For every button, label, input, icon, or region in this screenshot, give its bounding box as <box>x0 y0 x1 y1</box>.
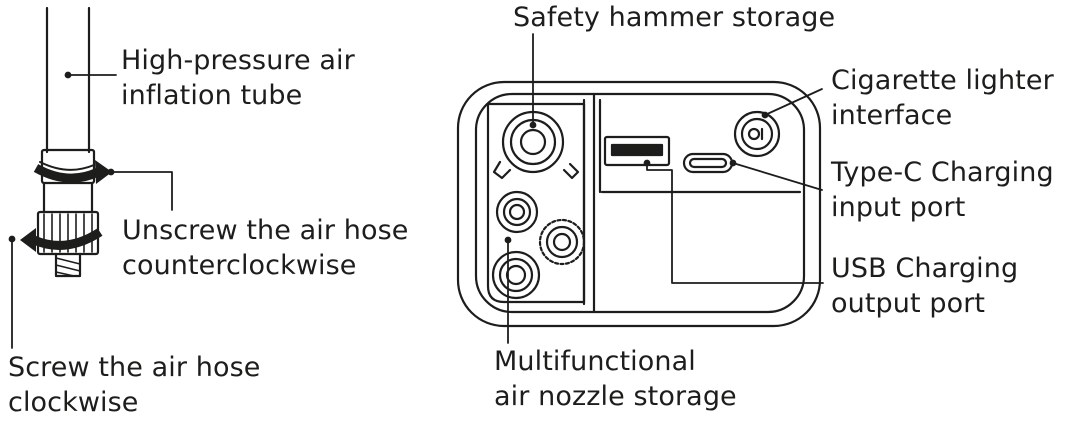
label-screw-line2: clockwise <box>8 387 139 418</box>
label-unscrew-line1: Unscrew the air hose <box>122 215 409 246</box>
label-screw-line1: Screw the air hose <box>8 352 261 383</box>
left-leader-lines <box>8 71 173 349</box>
label-usb-line1: USB Charging <box>831 253 1019 284</box>
storage-panel-illustration <box>456 80 822 328</box>
usb-a-port-icon <box>603 135 671 167</box>
label-nozzle-line2: air nozzle storage <box>494 381 737 412</box>
cigarette-socket-icon <box>733 110 781 158</box>
label-typec-line2: input port <box>831 192 966 223</box>
label-usb-line2: output port <box>831 288 986 319</box>
air-nozzle-icons <box>491 190 586 300</box>
label-cigarette-line2: interface <box>831 100 953 131</box>
usb-c-port-icon <box>682 152 734 174</box>
safety-hammer-icon <box>492 110 580 180</box>
label-cigarette-line1: Cigarette lighter <box>831 65 1054 96</box>
label-tube-line1: High-pressure air <box>121 45 355 76</box>
label-nozzle-line1: Multifunctional <box>494 346 696 377</box>
clockwise-arrow-icon <box>33 160 112 184</box>
counterclockwise-arrow-icon <box>20 228 103 252</box>
label-hammer: Safety hammer storage <box>513 2 836 33</box>
right-leader-lines <box>504 33 824 344</box>
label-typec-line1: Type-C Charging <box>831 157 1054 188</box>
label-unscrew-line2: counterclockwise <box>122 250 357 281</box>
label-tube-line2: inflation tube <box>121 80 303 111</box>
